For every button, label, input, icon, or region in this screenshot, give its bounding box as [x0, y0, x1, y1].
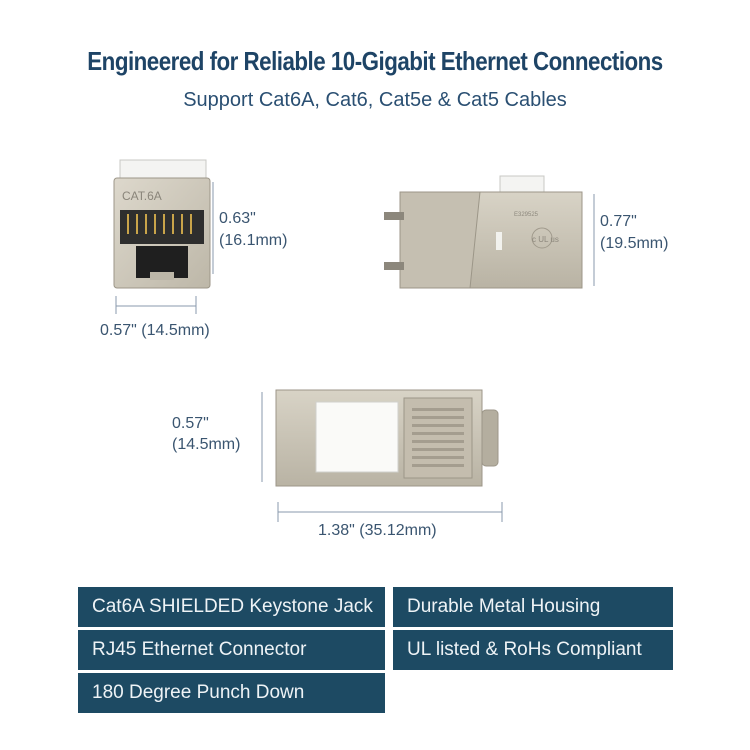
page-title: Engineered for Reliable 10-Gigabit Ether… [87, 46, 663, 76]
top-end-cap [481, 409, 499, 467]
side-window [496, 232, 502, 250]
top-view-jack [261, 389, 503, 522]
front-height-mm: (16.1mm) [219, 232, 288, 249]
side-model-text: E329525 [514, 212, 539, 218]
side-height-mm: (19.5mm) [600, 235, 669, 252]
front-height-inches: 0.63" [219, 210, 256, 227]
top-rib-pattern [412, 408, 464, 467]
feature-ul-rohs: UL listed & RoHs Compliant [393, 630, 673, 670]
front-label: CAT.6A [122, 189, 162, 203]
top-dimension-lines [261, 392, 503, 522]
page-subtitle: Support Cat6A, Cat6, Cat5e & Cat5 Cables [183, 89, 567, 111]
side-post-bottom [384, 262, 404, 270]
ul-logo [531, 227, 553, 249]
front-port-notch [150, 272, 174, 280]
side-cert-text: c UL us [532, 235, 559, 244]
front-view-jack: CAT.6A [113, 159, 214, 314]
front-dimension-lines [115, 182, 214, 314]
side-rear-panel [399, 191, 481, 289]
side-latch [499, 175, 545, 195]
top-length: 1.38" (35.12mm) [318, 522, 437, 539]
feature-shielded-jack: Cat6A SHIELDED Keystone Jack [78, 587, 385, 627]
feature-rj45-connector: RJ45 Ethernet Connector [78, 630, 385, 670]
front-width: 0.57" (14.5mm) [100, 322, 210, 339]
product-illustrations: CAT.6A c UL us E329525 [113, 159, 595, 522]
side-post-top [384, 212, 404, 220]
feature-punch-down: 180 Degree Punch Down [78, 673, 385, 713]
side-height-inches: 0.77" [600, 213, 637, 230]
side-view-jack: c UL us E329525 [384, 175, 595, 289]
top-white-insert [315, 401, 399, 473]
front-contact-pins [127, 214, 192, 234]
top-height-mm: (14.5mm) [172, 436, 241, 453]
top-height-inches: 0.57" [172, 415, 209, 432]
feature-metal-housing: Durable Metal Housing [393, 587, 673, 627]
